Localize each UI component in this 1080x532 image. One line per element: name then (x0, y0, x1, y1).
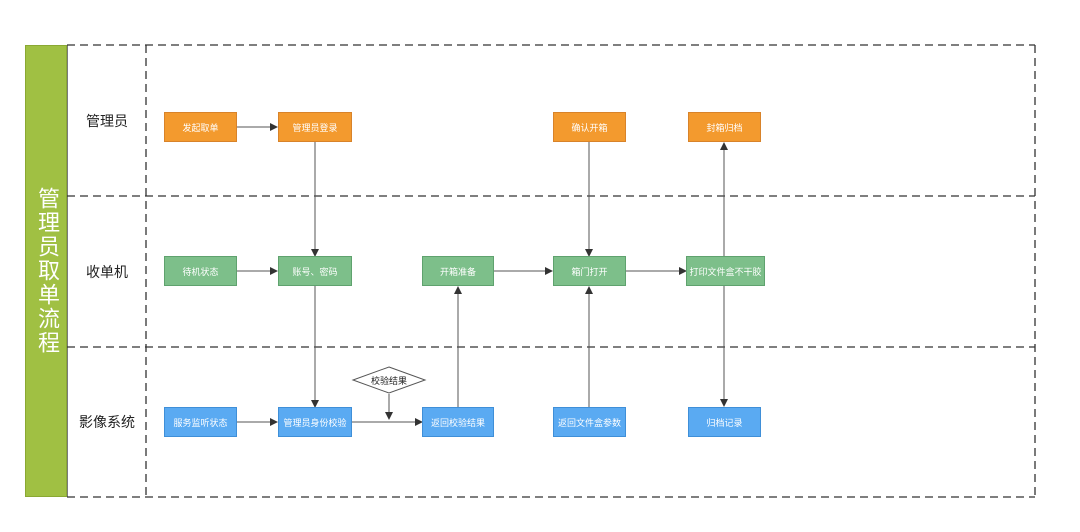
process-title: 管理员取单流程 (34, 187, 59, 355)
node-prepare-open: 开箱准备 (422, 256, 494, 286)
node-door-open: 箱门打开 (553, 256, 626, 286)
node-start-request: 发起取单 (164, 112, 237, 142)
swimlane-frame (66, 44, 1036, 498)
node-return-box-params: 返回文件盒参数 (553, 407, 626, 437)
node-standby: 待机状态 (164, 256, 237, 286)
decision-label: 校验结果 (370, 376, 407, 387)
decision-diamond (351, 366, 427, 394)
node-admin-login: 管理员登录 (278, 112, 352, 142)
node-archive-record: 归档记录 (688, 407, 761, 437)
lane-label-imaging: 影像系统 (79, 415, 135, 431)
node-seal-archive: 封箱归档 (688, 112, 761, 142)
node-print-box-label: 打印文件盒不干胶 (686, 256, 765, 286)
lane-label-admin: 管理员 (86, 113, 128, 130)
lane-label-machine: 收单机 (86, 264, 128, 281)
node-confirm-open: 确认开箱 (553, 112, 626, 142)
node-identity-verify: 管理员身份校验 (278, 407, 352, 437)
node-service-monitor: 服务监听状态 (164, 407, 237, 437)
node-account-password: 账号、密码 (278, 256, 352, 286)
node-return-verify-result: 返回校验结果 (422, 407, 494, 437)
process-title-bar: 管理员取单流程 (25, 45, 67, 497)
